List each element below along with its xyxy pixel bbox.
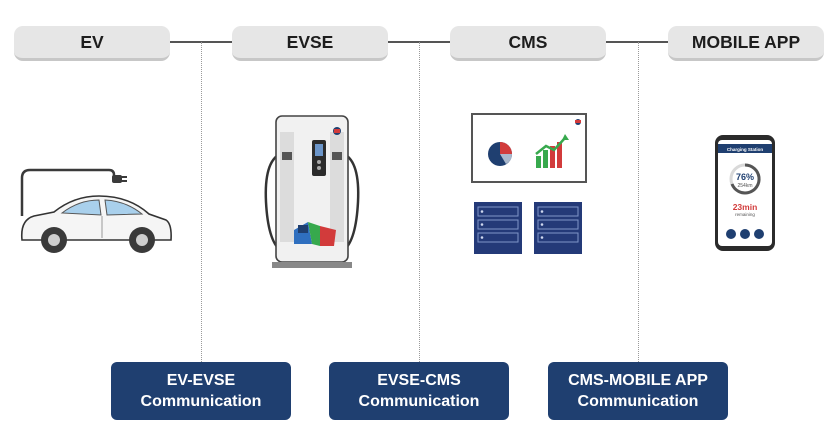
phone-range: 254km	[737, 183, 752, 189]
comm-line1: CMS-MOBILE APP	[568, 372, 708, 389]
header-mobile-app: MOBILE APP	[668, 26, 824, 61]
comm-line2: Communication	[358, 393, 480, 410]
electric-car-icon	[20, 168, 172, 253]
server-rack-icon	[474, 202, 582, 254]
comm-line2: Communication	[577, 393, 699, 410]
comm-line2: Communication	[140, 393, 262, 410]
phone-time: 23min	[733, 202, 758, 212]
phone-time-label: remaining	[735, 212, 755, 217]
charging-station-icon	[264, 115, 360, 268]
divider-line	[419, 42, 420, 364]
header-ev: EV	[14, 26, 170, 61]
connector-line	[388, 41, 452, 43]
evse-cms-communication-box: EVSE-CMS Communication	[329, 362, 509, 420]
ev-evse-communication-box: EV-EVSE Communication	[111, 362, 291, 420]
header-cms: CMS	[450, 26, 606, 61]
divider-line	[638, 42, 639, 364]
divider-line	[201, 42, 202, 364]
mobile-phone-icon: Charging Station 76% 254km 23min remaini…	[715, 135, 775, 251]
dashboard-monitor-icon	[471, 113, 587, 183]
connector-line	[606, 41, 670, 43]
cms-mobile-app-communication-box: CMS-MOBILE APP Communication	[548, 362, 728, 420]
connector-line	[170, 41, 234, 43]
comm-line1: EVSE-CMS	[377, 372, 461, 389]
phone-title: Charging Station	[727, 147, 763, 152]
phone-percent: 76%	[736, 172, 754, 182]
header-evse: EVSE	[232, 26, 388, 61]
comm-line1: EV-EVSE	[166, 372, 236, 389]
